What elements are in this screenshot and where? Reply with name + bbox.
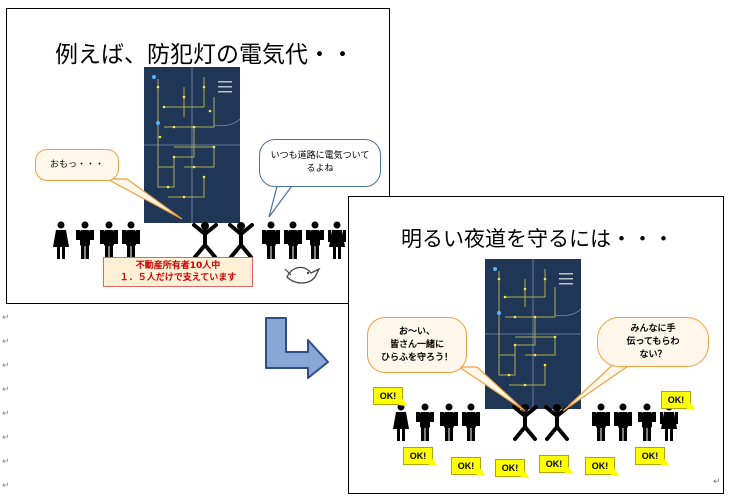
slide-2[interactable]: 明るい夜道を守るには・・・ <box>348 196 724 494</box>
slide-1[interactable]: 例えば、防犯灯の電気代・・ <box>6 8 390 304</box>
people-row <box>53 221 346 259</box>
person-icon <box>592 403 610 441</box>
speech-bubble-right: みんなに手 伝ってもらわ ない？ <box>597 317 709 367</box>
ok-callout: OK! <box>451 457 481 475</box>
paragraph-mark: ↵ <box>713 477 721 487</box>
notice-box: 不動産所有者10人中 １．５人だけで支えています <box>103 257 253 287</box>
bent-arrow-icon <box>265 317 329 379</box>
bird-icon <box>284 266 321 284</box>
person-icon <box>122 221 140 259</box>
person-icon <box>614 403 632 441</box>
ok-callout: OK! <box>635 447 665 465</box>
ok-callout: OK! <box>403 447 433 465</box>
paragraph-mark: ↵ <box>2 385 10 395</box>
map-graphic <box>144 67 241 223</box>
speech-bubble-left: おもっ・・・ <box>35 149 119 181</box>
ok-callout: OK! <box>539 455 569 473</box>
person-icon <box>328 221 346 259</box>
person-icon <box>416 403 434 441</box>
person-icon <box>638 403 656 441</box>
person-icon <box>53 221 69 259</box>
ok-callout: OK! <box>495 459 525 477</box>
person-icon <box>440 403 458 441</box>
streetlight-map <box>144 67 241 223</box>
slide-2-title: 明るい夜道を守るには・・・ <box>401 227 674 251</box>
ok-callout: OK! <box>661 391 691 409</box>
streetlight-map <box>485 259 582 409</box>
paragraph-mark: ↵ <box>2 361 10 371</box>
jumping-person-icon <box>192 222 218 259</box>
person-icon <box>100 221 118 259</box>
jumping-person-icon <box>228 222 254 259</box>
ok-callout: OK! <box>373 387 403 405</box>
person-icon <box>76 221 94 259</box>
paragraph-mark: ↵ <box>2 457 10 467</box>
paragraph-mark: ↵ <box>2 409 10 419</box>
slide-1-title: 例えば、防犯灯の電気代・・ <box>55 42 354 68</box>
person-icon <box>306 221 324 259</box>
person-icon <box>262 221 280 259</box>
paragraph-mark: ↵ <box>2 337 10 347</box>
person-icon <box>284 221 302 259</box>
paragraph-mark: ↵ <box>2 433 10 443</box>
speech-bubble-right: いつも道路に電気ついて るよね <box>259 139 381 187</box>
ok-callout: OK! <box>585 457 615 475</box>
paragraph-mark: ↵ <box>2 313 10 323</box>
map-graphic <box>485 259 582 409</box>
jumping-person-icon <box>512 404 538 441</box>
paragraph-mark: ↵ <box>2 481 10 491</box>
speech-bubble-left: お～い、 皆さん一緒に ひらふを守ろう！ <box>367 317 467 373</box>
person-icon <box>462 403 480 441</box>
